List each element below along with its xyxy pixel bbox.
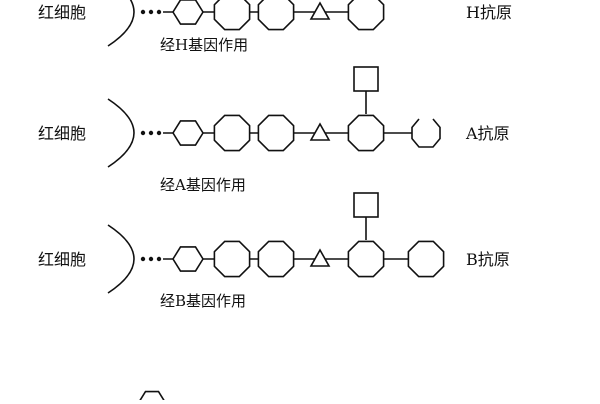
gene-action-caption: 经A基因作用 [160,176,246,194]
octagon-sugar [257,240,295,278]
legend-item [138,390,166,404]
octagon-sugar [213,240,251,278]
cell-label: 红细胞 [38,124,86,143]
octagon-sugar [347,114,385,152]
gene-action-caption: 经H基因作用 [160,36,248,54]
octagon-sugar [257,0,295,31]
hexagon-sugar [172,120,204,146]
cell-membrane-arc [107,98,135,168]
octagon-sugar [407,240,445,278]
branch-square-sugar [353,192,379,218]
antigen-name-label: A抗原 [465,124,510,143]
hexagon-sugar [172,0,204,25]
hexagon-sugar [172,246,204,272]
linkage-dot [156,256,162,262]
octagon-sugar [257,114,295,152]
cell-membrane-arc [107,224,135,294]
linkage-dot [140,256,146,262]
gene-action-caption: 经B基因作用 [160,292,246,310]
linkage-dot [140,130,146,136]
open-octagon-sugar [411,118,441,148]
antigen-name-label: B抗原 [466,250,510,269]
octagon-sugar [347,0,385,31]
linkage-dot [156,130,162,136]
octagon-sugar [213,0,251,31]
cell-label: 红细胞 [38,250,86,269]
linkage-dot [156,9,162,15]
branch-square-sugar [353,66,379,92]
cell-label: 红细胞 [38,3,86,22]
triangle-sugar [309,122,331,141]
cell-membrane-arc [107,0,135,47]
octagon-sugar [347,240,385,278]
legend-hexagon-symbol [138,390,166,404]
linkage-dot [148,130,154,136]
linkage-dot [140,9,146,15]
octagon-sugar [213,114,251,152]
linkage-dot [148,256,154,262]
triangle-sugar [309,1,331,20]
triangle-sugar [309,248,331,267]
antigen-name-label: H抗原 [466,3,512,22]
linkage-dot [148,9,154,15]
